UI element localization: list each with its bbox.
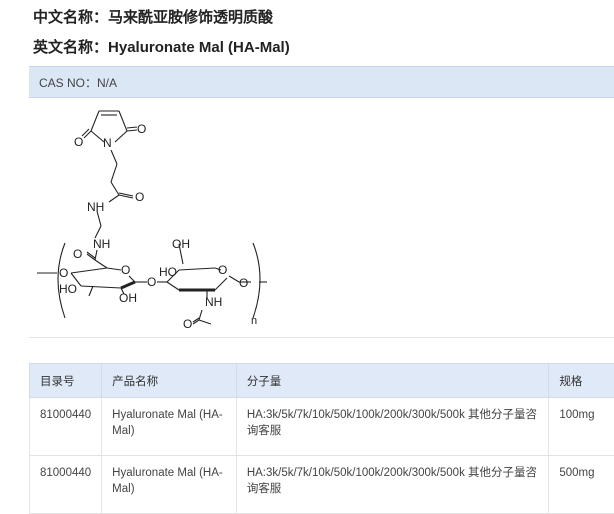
chinese-name-value: 马来酰亚胺修饰透明质酸 xyxy=(108,9,273,26)
structure-label: N xyxy=(103,136,112,150)
product-table: 目录号 产品名称 分子量 规格 81000440 Hyaluronate Mal… xyxy=(29,363,614,514)
structure-label: OH xyxy=(119,291,137,305)
english-name-value: Hyaluronate Mal (HA-Mal) xyxy=(108,39,290,56)
structure-label: NH xyxy=(93,237,110,251)
structure-label: OH xyxy=(172,237,190,251)
structure-label: O xyxy=(73,247,82,261)
english-name-row: 英文名称：Hyaluronate Mal (HA-Mal) xyxy=(33,36,290,57)
molecular-weight-cell: HA:3k/5k/7k/10k/50k/100k/200k/300k/500k … xyxy=(236,398,549,456)
spec-cell: 500mg xyxy=(549,456,614,514)
structure-label: HO xyxy=(59,282,77,296)
structure-label: O xyxy=(183,317,192,331)
structure-label: NH xyxy=(205,295,222,309)
structure-label: O xyxy=(74,135,83,149)
structure-label: O xyxy=(137,122,146,136)
table-row: 81000440 Hyaluronate Mal (HA-Mal) HA:3k/… xyxy=(30,398,614,456)
product-name-cell: Hyaluronate Mal (HA-Mal) xyxy=(102,456,237,514)
catalog-number-cell: 81000440 xyxy=(30,456,102,514)
structure-label: O xyxy=(59,266,68,280)
chemical-structure-diagram: N O O O NH NH O OH O O O HO O HO OH NH O… xyxy=(29,98,614,334)
spec-cell: 100mg xyxy=(549,398,614,456)
structure-label: n xyxy=(251,315,257,327)
structure-label: O xyxy=(218,263,227,277)
structure-label: O xyxy=(135,190,144,204)
cas-number-text: CAS NO：N/A xyxy=(39,76,117,90)
section-divider xyxy=(29,337,614,338)
catalog-number-cell: 81000440 xyxy=(30,398,102,456)
product-name-cell: Hyaluronate Mal (HA-Mal) xyxy=(102,398,237,456)
english-name-label: 英文名称： xyxy=(33,39,108,56)
column-header-product-name: 产品名称 xyxy=(102,364,237,398)
column-header-spec: 规格 xyxy=(549,364,614,398)
table-row: 81000440 Hyaluronate Mal (HA-Mal) HA:3k/… xyxy=(30,456,614,514)
chinese-name-label: 中文名称： xyxy=(33,9,108,26)
molecular-weight-cell: HA:3k/5k/7k/10k/50k/100k/200k/300k/500k … xyxy=(236,456,549,514)
structure-label: O xyxy=(147,275,156,289)
structure-labels: N O O O NH NH O OH O O O HO O HO OH NH O… xyxy=(59,122,257,331)
structure-label: O xyxy=(239,276,248,290)
structure-label: O xyxy=(121,263,130,277)
cas-number-bar: CAS NO：N/A xyxy=(29,66,614,98)
table-header-row: 目录号 产品名称 分子量 规格 xyxy=(30,364,614,398)
chinese-name-row: 中文名称：马来酰亚胺修饰透明质酸 xyxy=(33,6,273,27)
column-header-molecular-weight: 分子量 xyxy=(236,364,549,398)
column-header-catalog: 目录号 xyxy=(30,364,102,398)
structure-label: HO xyxy=(159,265,177,279)
structure-label: NH xyxy=(87,200,104,214)
